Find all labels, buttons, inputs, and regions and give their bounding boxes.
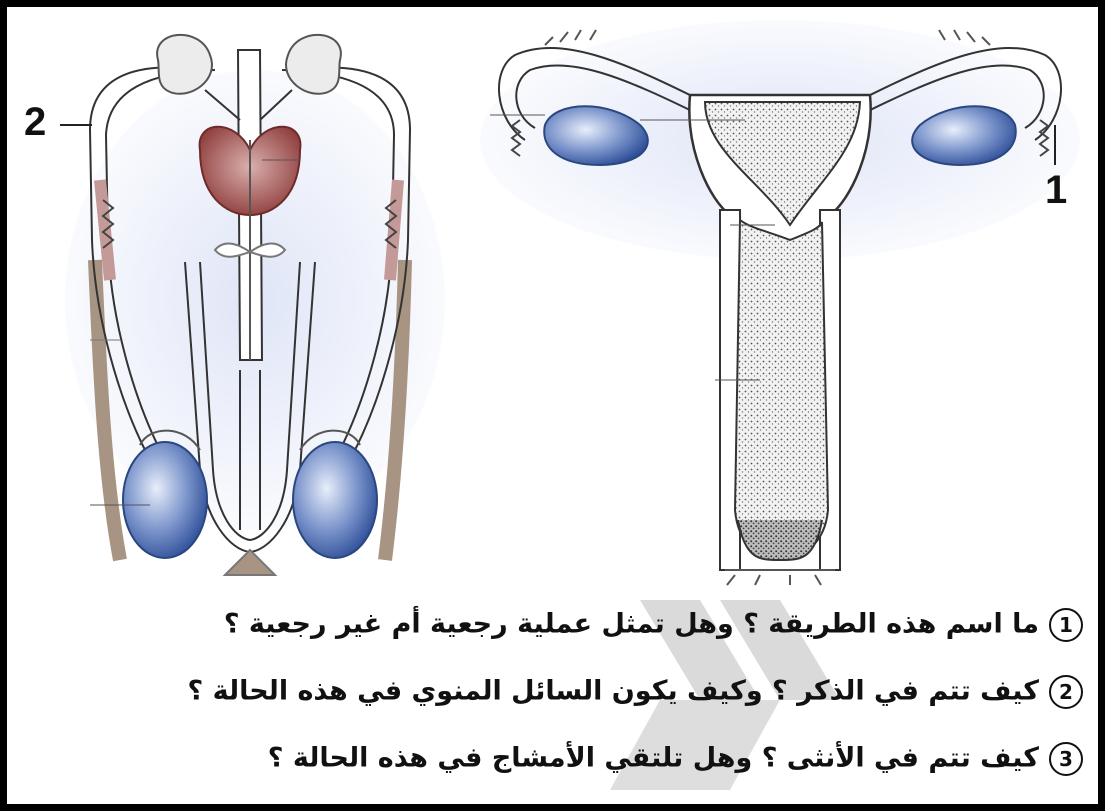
question-2: 2 كيف تتم في الذكر ؟ وكيف يكون السائل الم… bbox=[188, 675, 1083, 709]
question-2-number: 2 bbox=[1049, 675, 1083, 709]
question-3-text: كيف تتم في الأنثى ؟ وهل تلتقي الأمشاج في… bbox=[268, 743, 1039, 774]
female-reproductive-system bbox=[480, 20, 1080, 585]
question-3-number: 3 bbox=[1049, 742, 1083, 776]
question-1: 1 ما اسم هذه الطريقة ؟ وهل تمثل عملية رجع… bbox=[224, 608, 1083, 642]
question-2-text: كيف تتم في الذكر ؟ وكيف يكون السائل المن… bbox=[188, 676, 1039, 707]
question-1-number: 1 bbox=[1049, 608, 1083, 642]
question-3: 3 كيف تتم في الأنثى ؟ وهل تلتقي الأمشاج ف… bbox=[268, 742, 1083, 776]
question-1-text: ما اسم هذه الطريقة ؟ وهل تمثل عملية رجعي… bbox=[224, 609, 1039, 640]
male-reproductive-system bbox=[60, 35, 445, 575]
female-diagram-label: 1 bbox=[1045, 168, 1067, 213]
male-diagram-label: 2 bbox=[24, 100, 46, 145]
